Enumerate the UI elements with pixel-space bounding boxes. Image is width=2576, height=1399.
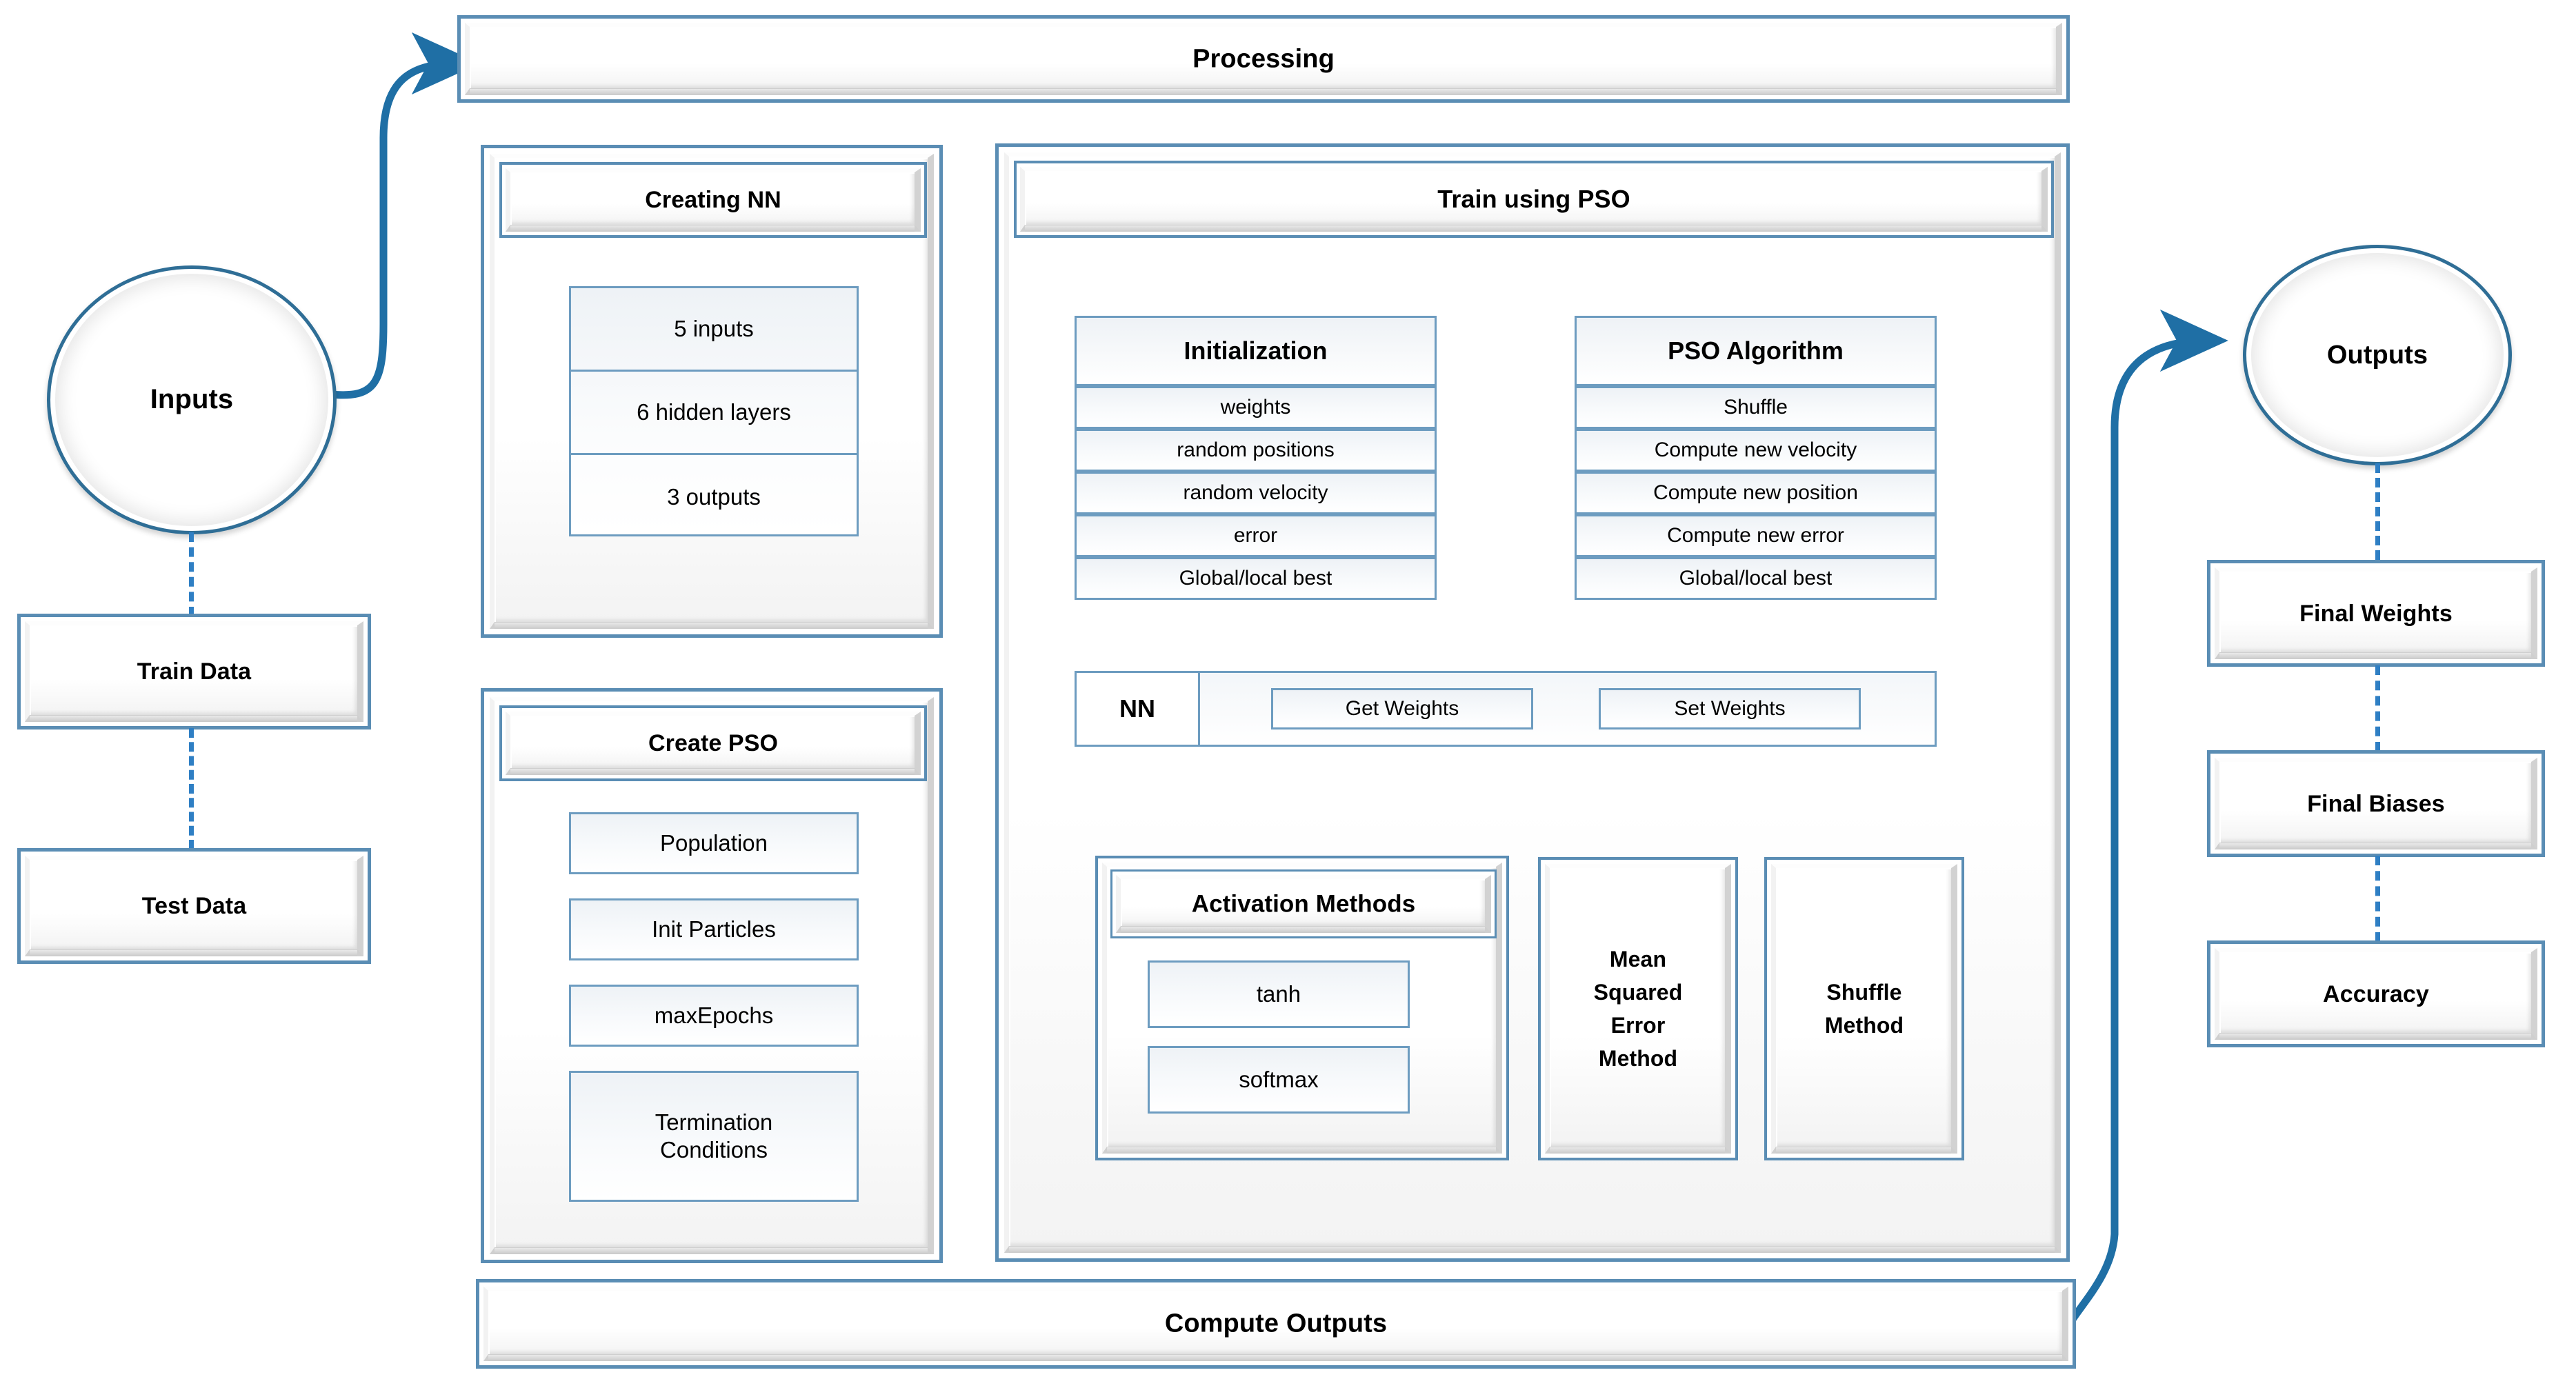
processing-label: Processing bbox=[1192, 44, 1335, 74]
creating-nn-item-list: 5 inputs 6 hidden layers 3 outputs bbox=[569, 286, 859, 536]
mean-squared-error-method-box[interactable]: Mean Squared Error Method bbox=[1538, 857, 1738, 1160]
initialization-item-weights[interactable]: weights bbox=[1075, 386, 1437, 429]
set-weights-button[interactable]: Set Weights bbox=[1599, 688, 1861, 729]
nn-label-cell[interactable]: NN bbox=[1075, 671, 1200, 747]
arrow-compute-outputs-to-outputs bbox=[2060, 309, 2228, 1355]
train-using-pso-panel: Train using PSO Initialization weights r… bbox=[995, 143, 2070, 1262]
creating-nn-item[interactable]: 6 hidden layers bbox=[571, 372, 857, 455]
activation-methods-panel: Activation Methods tanh softmax bbox=[1095, 856, 1509, 1160]
inputs-node-label: Inputs bbox=[150, 384, 234, 415]
final-biases-label: Final Biases bbox=[2307, 790, 2445, 817]
connector-traindata-testdata bbox=[189, 728, 194, 849]
create-pso-header[interactable]: Create PSO bbox=[499, 705, 927, 781]
initialization-item-global-local-best[interactable]: Global/local best bbox=[1075, 557, 1437, 600]
train-data-label: Train Data bbox=[137, 658, 252, 685]
activation-method-softmax[interactable]: softmax bbox=[1148, 1046, 1410, 1114]
connector-finalbiases-accuracy bbox=[2375, 856, 2380, 942]
outputs-node[interactable]: Outputs bbox=[2243, 245, 2512, 465]
compute-outputs-footer-bar[interactable]: Compute Outputs bbox=[476, 1279, 2076, 1369]
connector-outputs-finalweights bbox=[2375, 463, 2380, 560]
train-data-box[interactable]: Train Data bbox=[17, 614, 371, 729]
create-pso-item-termination-conditions[interactable]: Termination Conditions bbox=[569, 1071, 859, 1202]
accuracy-label: Accuracy bbox=[2323, 980, 2429, 1007]
initialization-item-random-velocity[interactable]: random velocity bbox=[1075, 472, 1437, 514]
mean-squared-error-method-label: Mean Squared Error Method bbox=[1593, 947, 1683, 1071]
pso-algorithm-item-compute-new-error[interactable]: Compute new error bbox=[1575, 514, 1937, 557]
activation-method-tanh[interactable]: tanh bbox=[1148, 960, 1410, 1028]
accuracy-box[interactable]: Accuracy bbox=[2207, 940, 2545, 1047]
create-pso-item-init-particles[interactable]: Init Particles bbox=[569, 898, 859, 960]
connector-inputs-traindata bbox=[189, 532, 194, 616]
create-pso-header-label: Create PSO bbox=[648, 729, 779, 756]
pso-algorithm-item-compute-new-position[interactable]: Compute new position bbox=[1575, 472, 1937, 514]
initialization-item-error[interactable]: error bbox=[1075, 514, 1437, 557]
compute-outputs-label: Compute Outputs bbox=[1164, 1309, 1388, 1338]
train-using-pso-header-label: Train using PSO bbox=[1437, 184, 1630, 213]
processing-header-bar[interactable]: Processing bbox=[457, 15, 2070, 103]
train-using-pso-header[interactable]: Train using PSO bbox=[1014, 161, 2054, 238]
final-weights-box[interactable]: Final Weights bbox=[2207, 560, 2545, 667]
create-pso-item-maxepochs[interactable]: maxEpochs bbox=[569, 985, 859, 1047]
create-pso-panel: Create PSO Population Init Particles max… bbox=[481, 688, 943, 1263]
initialization-header[interactable]: Initialization bbox=[1075, 316, 1437, 386]
shuffle-method-label: Shuffle Method bbox=[1824, 980, 1904, 1038]
pso-algorithm-item-global-local-best[interactable]: Global/local best bbox=[1575, 557, 1937, 600]
creating-nn-item[interactable]: 3 outputs bbox=[667, 483, 761, 510]
pso-algorithm-item-compute-new-velocity[interactable]: Compute new velocity bbox=[1575, 429, 1937, 472]
shuffle-method-box[interactable]: Shuffle Method bbox=[1764, 857, 1964, 1160]
test-data-box[interactable]: Test Data bbox=[17, 848, 371, 964]
creating-nn-item[interactable]: 5 inputs bbox=[571, 288, 857, 372]
arrow-inputs-to-processing bbox=[330, 32, 480, 399]
get-weights-button[interactable]: Get Weights bbox=[1271, 688, 1533, 729]
create-pso-item-population[interactable]: Population bbox=[569, 812, 859, 874]
creating-nn-panel: Creating NN 5 inputs 6 hidden layers 3 o… bbox=[481, 145, 943, 638]
final-weights-label: Final Weights bbox=[2299, 600, 2453, 627]
initialization-item-random-positions[interactable]: random positions bbox=[1075, 429, 1437, 472]
creating-nn-header-label: Creating NN bbox=[645, 186, 781, 213]
activation-methods-header[interactable]: Activation Methods bbox=[1110, 869, 1497, 938]
test-data-label: Test Data bbox=[141, 892, 247, 919]
final-biases-box[interactable]: Final Biases bbox=[2207, 750, 2545, 857]
outputs-node-label: Outputs bbox=[2326, 340, 2428, 370]
activation-methods-header-label: Activation Methods bbox=[1191, 890, 1416, 918]
pso-algorithm-item-shuffle[interactable]: Shuffle bbox=[1575, 386, 1937, 429]
creating-nn-header[interactable]: Creating NN bbox=[499, 162, 927, 238]
connector-finalweights-finalbiases bbox=[2375, 665, 2380, 752]
inputs-node[interactable]: Inputs bbox=[47, 265, 337, 534]
pso-algorithm-header[interactable]: PSO Algorithm bbox=[1575, 316, 1937, 386]
